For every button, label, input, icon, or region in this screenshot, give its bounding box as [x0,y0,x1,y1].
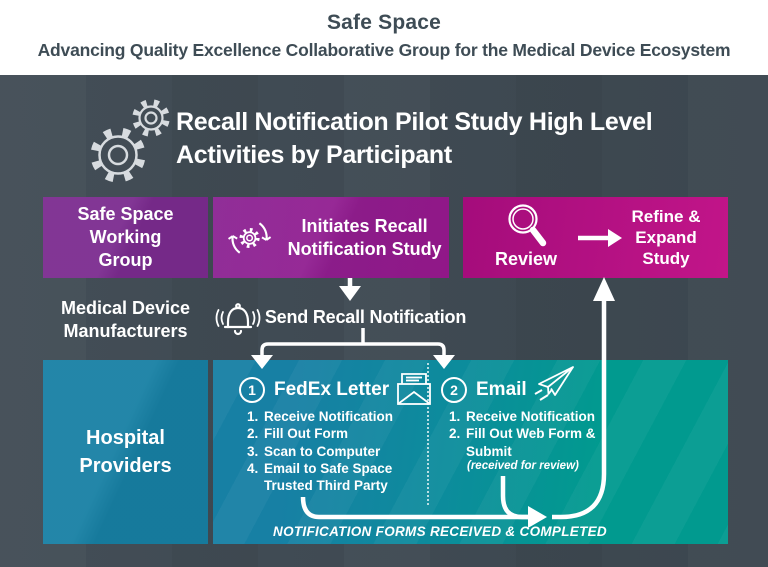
refresh-gear-icon [228,221,272,254]
email-review-note: (received for review) [467,460,579,472]
diagram-title: Recall Notification Pilot Study High Lev… [176,108,653,169]
email-step: Fill Out Web Form & Submit [449,425,596,459]
magnifier-icon [508,204,547,247]
page-header: Safe Space Advancing Quality Excellence … [0,11,768,61]
forms-received-caption: NOTIFICATION FORMS RECEIVED & COMPLETED [273,524,607,539]
initiate-study-label: Initiates Recall Notification Study [287,215,442,259]
working-group-label: Safe Space Working Group [77,204,174,270]
fedex-step: Email to Safe Space Trusted Third Party [247,460,393,494]
email-number-badge: 2 [441,377,467,403]
email-title: Email [476,379,527,400]
review-box: Review Refine & Expand Study [463,197,728,278]
email-steps: Receive Notification Fill Out Web Form &… [449,408,609,460]
email-step: Receive Notification [449,408,596,426]
fedex-title: FedEx Letter [274,379,390,400]
fedex-step: Scan to Computer [247,443,381,461]
review-label: Review [494,249,558,269]
page-subtitle: Advancing Quality Excellence Collaborati… [37,40,731,60]
fedex-step: Fill Out Form [247,425,348,443]
send-notification-label: Send Recall Notification [264,307,467,327]
page-title: Safe Space [326,11,442,34]
hospital-box: Hospital Providers [43,360,208,544]
gears-icon [90,99,170,183]
fedex-step: Receive Notification [247,408,394,426]
manufacturers-label: Medical Device Manufacturers [60,298,191,341]
hospital-label: Hospital Providers [79,427,172,477]
fedex-steps: Receive Notification Fill Out Form Scan … [247,408,432,494]
review-group: Review [481,201,571,270]
working-group-box: Safe Space Working Group [43,197,208,278]
bell-icon [215,303,261,336]
fedex-number-badge: 1 [239,377,265,403]
initiate-study-box: Initiates Recall Notification Study [213,197,449,278]
envelope-icon [397,373,431,405]
refine-expand-label: Refine & Expand Study [631,207,701,268]
paper-plane-icon [534,366,574,401]
